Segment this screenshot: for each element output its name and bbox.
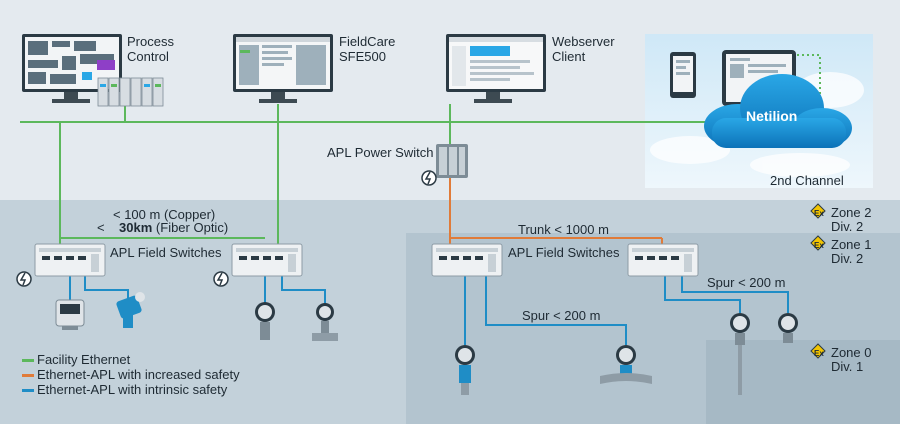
left-field-switches-label: APL Field Switches [110,245,222,260]
zone-name: Zone 2 [831,205,872,220]
flowmeter-instrument [312,303,338,341]
legend-item-facility-ethernet: Facility Ethernet [22,352,130,367]
increased-safety-lines [449,178,663,244]
spur-label-1: Spur < 200 m [522,308,601,323]
apl-field-switch-right-2 [627,243,699,277]
webserver-computer [446,34,546,103]
copper-distance-label: < 100 m (Copper) [113,207,216,222]
coriolis-flowmeter [600,345,652,384]
apl-power-switch-label: APL Power Switch [327,145,434,160]
legend-swatch [22,389,34,393]
right-field-switches-label: APL Field Switches [508,245,620,260]
power-supply-icon [421,170,437,186]
zone-div: Div. 1 [831,359,864,374]
ex-badge-text: Ex [814,349,824,358]
legend-label: Facility Ethernet [37,352,131,367]
legend-item-intrinsic-safety: Ethernet-APL with intrinsic safety [22,382,227,397]
facility-ethernet-lines [20,54,821,244]
process-control-label: Process Control [127,34,174,64]
ex-zone-badge [810,203,826,219]
intrinsic-safety-lines [69,276,789,345]
ex-badge-text: Ex [814,241,824,250]
apl-field-switch-right-1 [431,243,503,277]
zone-div: Div. 2 [831,251,864,266]
apl-field-switch-left-1 [34,243,106,277]
fiber-distance-label: < 30km (Fiber Optic) [97,220,228,235]
ex-zone-badge [810,343,826,359]
legend-label: Ethernet-APL with intrinsic safety [37,382,228,397]
second-channel-label: 2nd Channel [770,173,844,188]
smartphone-device [670,52,696,98]
netilion-cloud [704,74,852,148]
level-probe-instrument [730,313,750,395]
zone-name: Zone 1 [831,237,872,252]
pressure-transmitter [255,302,275,340]
fiber-prefix: < [97,220,105,235]
process-control-computer [22,34,164,107]
apl-power-switch [436,144,468,178]
intrinsic-transmitter [455,345,475,395]
power-supply-icon [16,271,32,287]
zone-name: Zone 0 [831,345,872,360]
radar-level-instrument [116,292,145,328]
temperature-transmitter [778,313,798,343]
legend-swatch [22,374,34,378]
zone-div: Div. 2 [831,219,864,234]
legend-swatch [22,359,34,363]
fieldcare-computer [233,34,333,103]
trunk-label: Trunk < 1000 m [518,222,609,237]
apl-field-switch-left-2 [231,243,303,277]
ex-zone-badge [810,235,826,251]
fieldcare-label: FieldCare SFE500 [339,34,396,64]
legend-item-increased-safety: Ethernet-APL with increased safety [22,367,240,382]
power-supply-icon [213,271,229,287]
legend-label: Ethernet-APL with increased safety [37,367,240,382]
fiber-distance-value: 30km [119,220,153,235]
netilion-label: Netilion [746,108,798,124]
ex-badge-text: Ex [814,209,824,218]
spur-label-2: Spur < 200 m [707,275,786,290]
fiber-suffix: (Fiber Optic) [155,220,229,235]
display-instrument [55,299,85,330]
webserver-label: Webserver Client [552,34,615,64]
